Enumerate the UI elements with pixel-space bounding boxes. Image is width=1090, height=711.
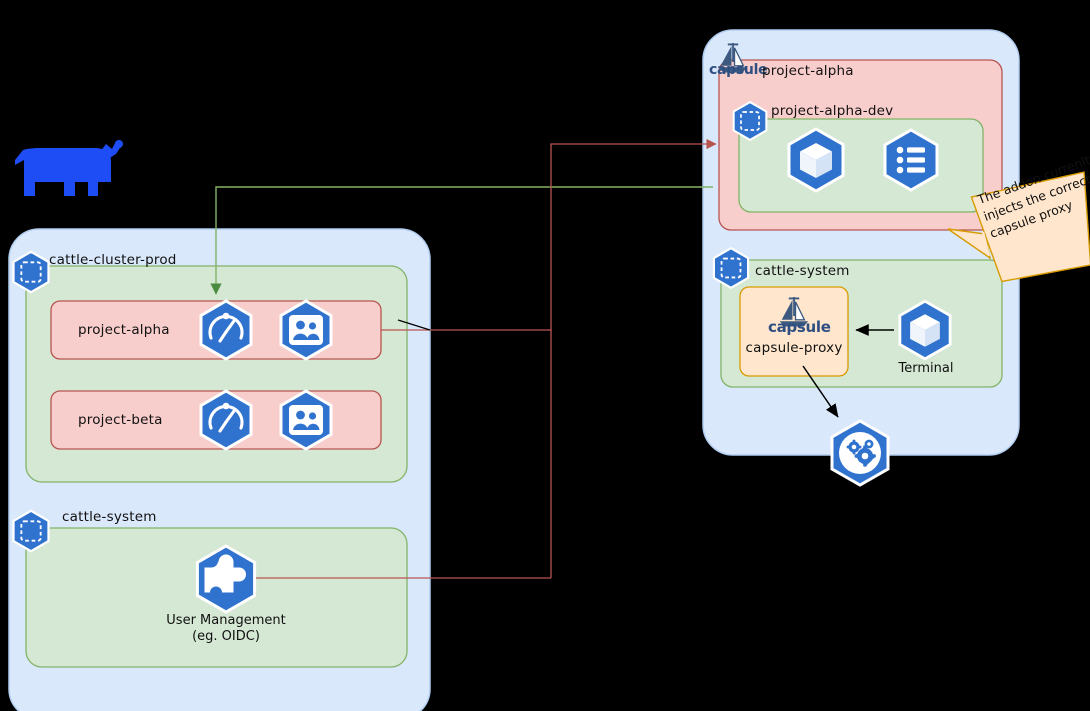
pod-box-icon (787, 127, 845, 193)
capsule-proxy-box[interactable] (739, 286, 849, 377)
capsule-proxy-wordmark: capsule (768, 318, 831, 336)
user-group-icon (279, 299, 333, 361)
puzzle-addon-icon (195, 544, 257, 614)
capsule-wordmark: capsule (709, 62, 768, 78)
right-namespace-project-alpha-dev (738, 118, 984, 213)
rancher-cow-logo (15, 140, 123, 196)
black-proxy-arrow (802, 365, 839, 418)
user-group-icon (279, 389, 333, 451)
left-cluster-group (8, 228, 431, 711)
pod-box-icon (898, 299, 952, 361)
red-project-arrow (381, 138, 717, 331)
config-map-list-icon (883, 128, 939, 192)
capsule-sailboat-logo (779, 297, 809, 327)
resource-quota-icon (199, 389, 253, 451)
sticky-note-callout (947, 171, 1090, 283)
kubernetes-namespace-icon (712, 246, 750, 290)
kubernetes-namespace-icon (12, 509, 50, 553)
capsule-sailboat-logo (718, 43, 748, 73)
kubernetes-namespace-icon (732, 100, 768, 142)
cluster-project-connector (397, 319, 431, 331)
kubernetes-control-plane-icon (830, 419, 890, 487)
resource-quota-icon (199, 299, 253, 361)
kubernetes-namespace-icon (12, 250, 50, 294)
green-sync-arrow (210, 186, 713, 295)
